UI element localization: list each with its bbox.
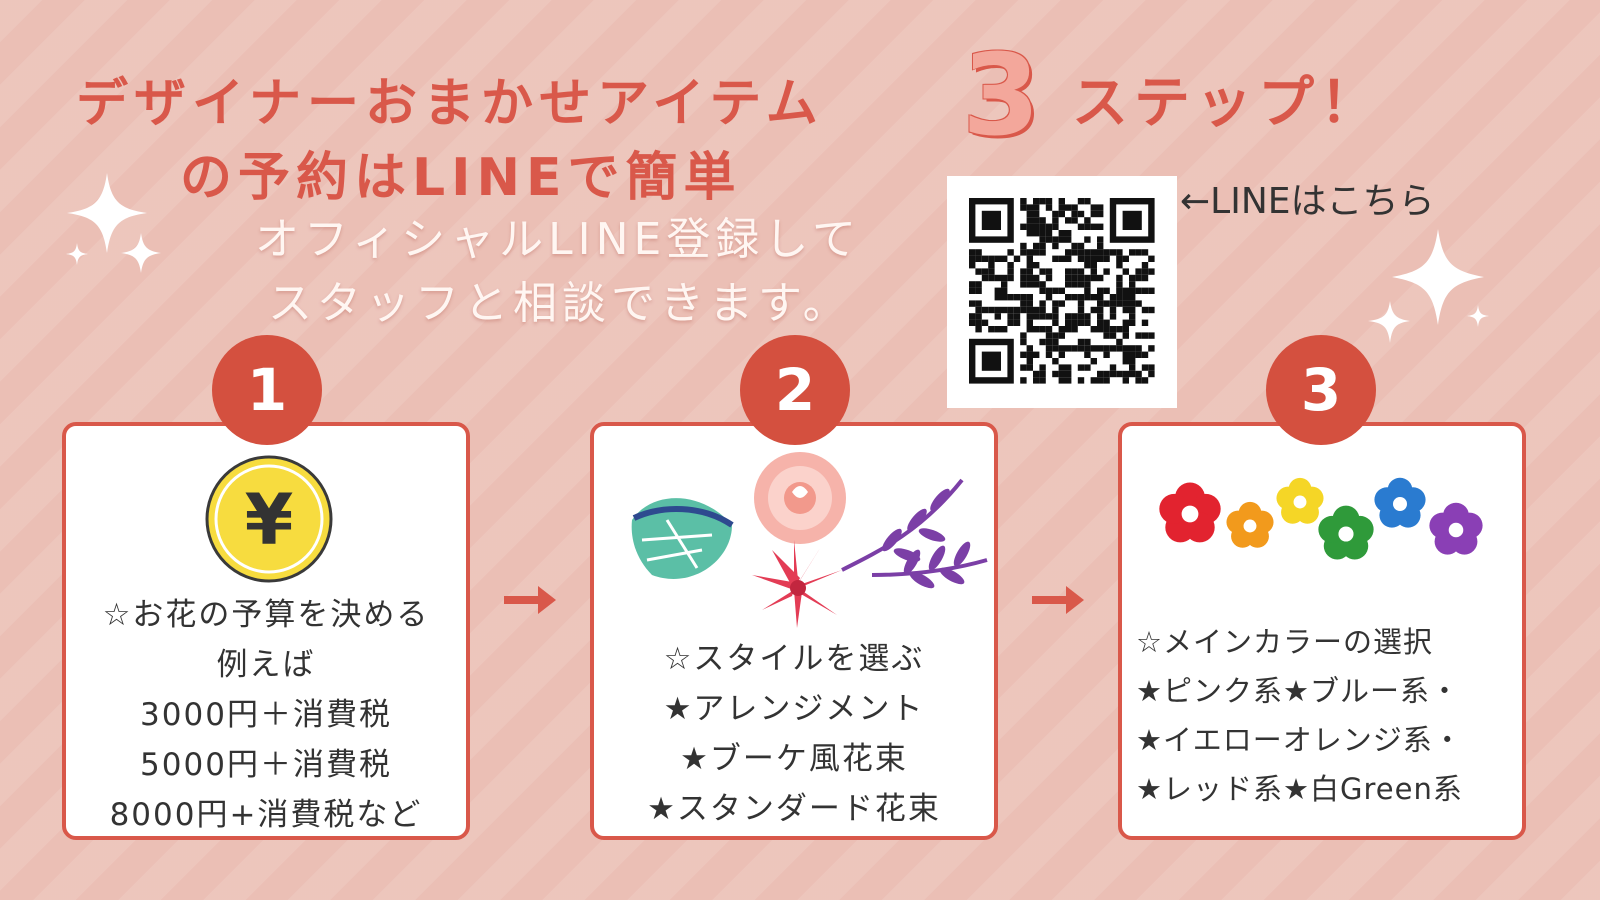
step-word: ステップ！ xyxy=(1072,71,1382,136)
flower-icon xyxy=(1374,477,1426,528)
step-card-3: ☆メインカラーの選択 ★ピンク系★ブルー系・ ★イエローオレンジ系・ ★レッド系… xyxy=(1118,422,1526,840)
flower-icon xyxy=(1429,502,1483,555)
step-count: 3 xyxy=(962,31,1040,161)
step-number-1: 1 xyxy=(212,335,322,445)
step-1-line: 例えば xyxy=(216,647,316,683)
svg-text:¥: ¥ xyxy=(245,479,294,561)
flower-arrangement-icon xyxy=(631,452,988,628)
subline-line-1: オフィシャルLINE登録して xyxy=(255,214,862,265)
subline-line-2: スタッフと相談できます。 xyxy=(268,278,852,329)
step-1-text: ☆お花の予算を決める 例えば 3000円＋消費税 5000円＋消費税 8000円… xyxy=(66,590,466,840)
step-card-1: ¥ ☆お花の予算を決める 例えば 3000円＋消費税 5000円＋消費税 800… xyxy=(62,422,470,840)
line-here-label: ←LINEはこちら xyxy=(1180,181,1435,222)
step-2-text: ☆スタイルを選ぶ ★アレンジメント ★ブーケ風花束 ★スタンダード花束 xyxy=(594,634,994,834)
flower-icon xyxy=(1226,501,1274,548)
step-1-line: 5000円＋消費税 xyxy=(140,747,392,783)
headline-line-2: の予約はLINEで簡単 xyxy=(180,148,742,208)
line-qr-code[interactable] xyxy=(947,176,1177,408)
yen-coin-icon: ¥ xyxy=(205,455,333,583)
step-card-2: ☆スタイルを選ぶ ★アレンジメント ★ブーケ風花束 ★スタンダード花束 xyxy=(590,422,998,840)
step-number-3: 3 xyxy=(1266,335,1376,445)
sparkle-left-icon xyxy=(66,173,161,273)
step-1-line: ☆お花の予算を決める xyxy=(102,597,430,633)
flower-icon xyxy=(1318,505,1374,560)
flower-icon xyxy=(1159,482,1221,543)
step-3-line: ★レッド系★白Green系 xyxy=(1136,772,1463,806)
step-3-line: ★ピンク系★ブルー系・ xyxy=(1136,674,1460,708)
arrow-right-icon xyxy=(504,586,556,614)
colorful-flowers-icon xyxy=(1159,477,1483,560)
headline-line-1: デザイナーおまかせアイテム xyxy=(76,74,824,134)
step-3-line: ★イエローオレンジ系・ xyxy=(1136,723,1463,757)
step-1-line: 3000円＋消費税 xyxy=(140,697,392,733)
sparkle-right-icon xyxy=(1368,229,1489,343)
step-2-line: ★スタンダード花束 xyxy=(647,791,941,827)
step-2-line: ★ブーケ風花束 xyxy=(680,741,908,777)
step-2-line: ★アレンジメント xyxy=(663,691,925,727)
arrow-right-icon xyxy=(1032,586,1084,614)
step-3-text: ☆メインカラーの選択 ★ピンク系★ブルー系・ ★イエローオレンジ系・ ★レッド系… xyxy=(1122,618,1522,814)
step-2-line: ☆スタイルを選ぶ xyxy=(663,641,925,677)
step-3-line: ☆メインカラーの選択 xyxy=(1136,625,1433,659)
flower-icon xyxy=(1276,477,1324,524)
step-1-line: 8000円+消費税など xyxy=(109,797,423,833)
qr-code-icon xyxy=(969,198,1155,384)
step-number-2: 2 xyxy=(740,335,850,445)
